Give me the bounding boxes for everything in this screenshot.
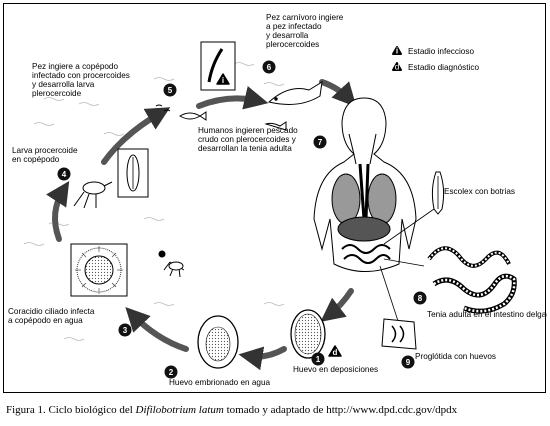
svg-text:d: d (333, 348, 338, 357)
stage-6-label-line: y desarrolla (266, 31, 309, 40)
stage-7-label-line: Humanos ingieren pescado (198, 126, 298, 135)
stage-1-marker: 1 (311, 352, 325, 366)
legend-diagnostic-label: Estadio diagnóstico (408, 63, 479, 72)
svg-text:i: i (396, 47, 398, 56)
stage-6-label-line: plerocercoides (266, 40, 319, 49)
stage-9-marker: 9 (401, 355, 415, 369)
stage-9-circle (401, 355, 415, 369)
infectious-stage-legend-icon: i (392, 46, 402, 56)
arrow-6-to-7 (319, 79, 357, 108)
legend: i Estadio infeccioso d Estadio diagnósti… (392, 46, 479, 72)
stage-4-label-line: en copépodo (12, 155, 60, 164)
stage-1-circle (311, 352, 325, 366)
caption-species: Difilobotrium latum (135, 404, 224, 416)
stage-3-circle (118, 323, 132, 337)
stage-7-label-line: crudo con plerocercoides y (198, 135, 297, 144)
stage-6-label-line: Pez carnívoro ingiere (266, 13, 344, 22)
arrow-2-to-3 (125, 307, 189, 352)
stage-7-number: 7 (318, 138, 323, 147)
stage-6-circle (262, 60, 276, 74)
diagnostic-marker-icon: d (328, 345, 342, 357)
stage-8-circle (413, 291, 427, 305)
stage-8-number: 8 (418, 294, 423, 303)
stage-4-circle (57, 167, 71, 181)
stage-6-label-line: a pez infectado (266, 22, 322, 31)
ciliated-coracidium (70, 243, 128, 297)
stage-5-label-line: Pez ingiere a copépodo (32, 62, 118, 71)
stage-2-label-line: Huevo embrionado en agua (169, 378, 270, 387)
stage-1-label: Huevo en deposiciones (293, 365, 378, 374)
diagnostic-stage-legend-icon: d (392, 62, 402, 72)
stage-5-marker: 5 (163, 83, 177, 97)
stage-1-label-line: Huevo en deposiciones (293, 365, 378, 374)
svg-text:i: i (222, 76, 224, 85)
stage-8-marker: 8 (413, 291, 427, 305)
embryonated-egg (197, 315, 239, 369)
stage-2-marker: 2 (164, 365, 178, 379)
stage-5-label-line: infectado con procercoides (32, 71, 130, 80)
scolex-illustration (431, 171, 445, 215)
stage-9-number: 9 (406, 358, 411, 367)
legend-infectious-label: Estadio infeccioso (408, 47, 474, 56)
stage-2-number: 2 (169, 368, 174, 377)
egg-in-feces (290, 309, 326, 359)
arrow-4-to-5 (101, 107, 171, 165)
stage-2-circle (164, 365, 178, 379)
arrow-3-to-4 (46, 180, 70, 242)
stage-2-label: Huevo embrionado en agua (169, 378, 270, 387)
water-waves (23, 62, 285, 341)
stage-markers: 1 2 3 4 5 6 7 8 9 (57, 60, 427, 379)
stage-3-marker: 3 (118, 323, 132, 337)
human-body (313, 97, 417, 272)
svg-text:d: d (395, 63, 400, 72)
figure-caption: Figura 1. Ciclo biológico del Difilobotr… (6, 404, 546, 416)
stage-4-marker: 4 (57, 167, 71, 181)
stage-9-label: Proglótida con huevos (415, 352, 496, 361)
figure-frame: 1 2 3 4 5 6 7 8 9 i Estadio infeccioso d Estadio… (3, 3, 547, 393)
stage-3-label-line: a copépodo en agua (8, 316, 83, 325)
cycle-arrows (46, 79, 357, 371)
stage-6-marker: 6 (262, 60, 276, 74)
stage-5-label-line: y desarrolla larva (32, 80, 95, 89)
stage-7-label-line: desarrollan la tenia adulta (198, 144, 292, 153)
callout-lines (379, 208, 435, 325)
caption-suffix: tomado y adaptado de http://www.dpd.cdc.… (223, 404, 458, 416)
arrow-1-to-2 (238, 346, 287, 371)
infectious-marker-icon: i (216, 73, 230, 85)
stage-3-number: 3 (123, 326, 128, 335)
life-cycle-diagram: 1 2 3 4 5 6 7 8 9 i Estadio infeccioso d Estadio… (8, 13, 547, 387)
arrow-human-to-1 (320, 288, 354, 322)
stage-4-number: 4 (62, 170, 67, 179)
copepod-with-larva (73, 181, 113, 209)
stage-7-marker: 7 (313, 135, 327, 149)
stage-5-number: 5 (168, 86, 173, 95)
stage-8-label: Tenia adulta en el intestino delgado (427, 310, 547, 319)
small-fish (155, 104, 207, 121)
stage-4-label-line: Larva procercoide (12, 146, 78, 155)
stage-1-number: 1 (316, 355, 321, 364)
arrow-5-to-6 (196, 86, 269, 110)
stage-8-label-line: Tenia adulta en el intestino delgado (427, 310, 547, 319)
carnivorous-fish (264, 81, 323, 131)
copepod-small (158, 250, 185, 278)
proglottid-with-eggs (381, 318, 417, 350)
stage-6-number: 6 (267, 63, 272, 72)
stage-5-circle (163, 83, 177, 97)
adult-tapeworm (427, 246, 517, 314)
procercoid-larva (117, 148, 149, 198)
stage-9-label-line: Proglótida con huevos (415, 352, 496, 361)
caption-prefix: Figura 1. Ciclo biológico del (6, 404, 136, 416)
stage-7-circle (313, 135, 327, 149)
stage-3-label-line: Coracidio ciliado infecta (8, 307, 95, 316)
scolex-label: Escolex con botrias (444, 187, 515, 196)
stage-5-label-line: plerocercoide (32, 89, 82, 98)
